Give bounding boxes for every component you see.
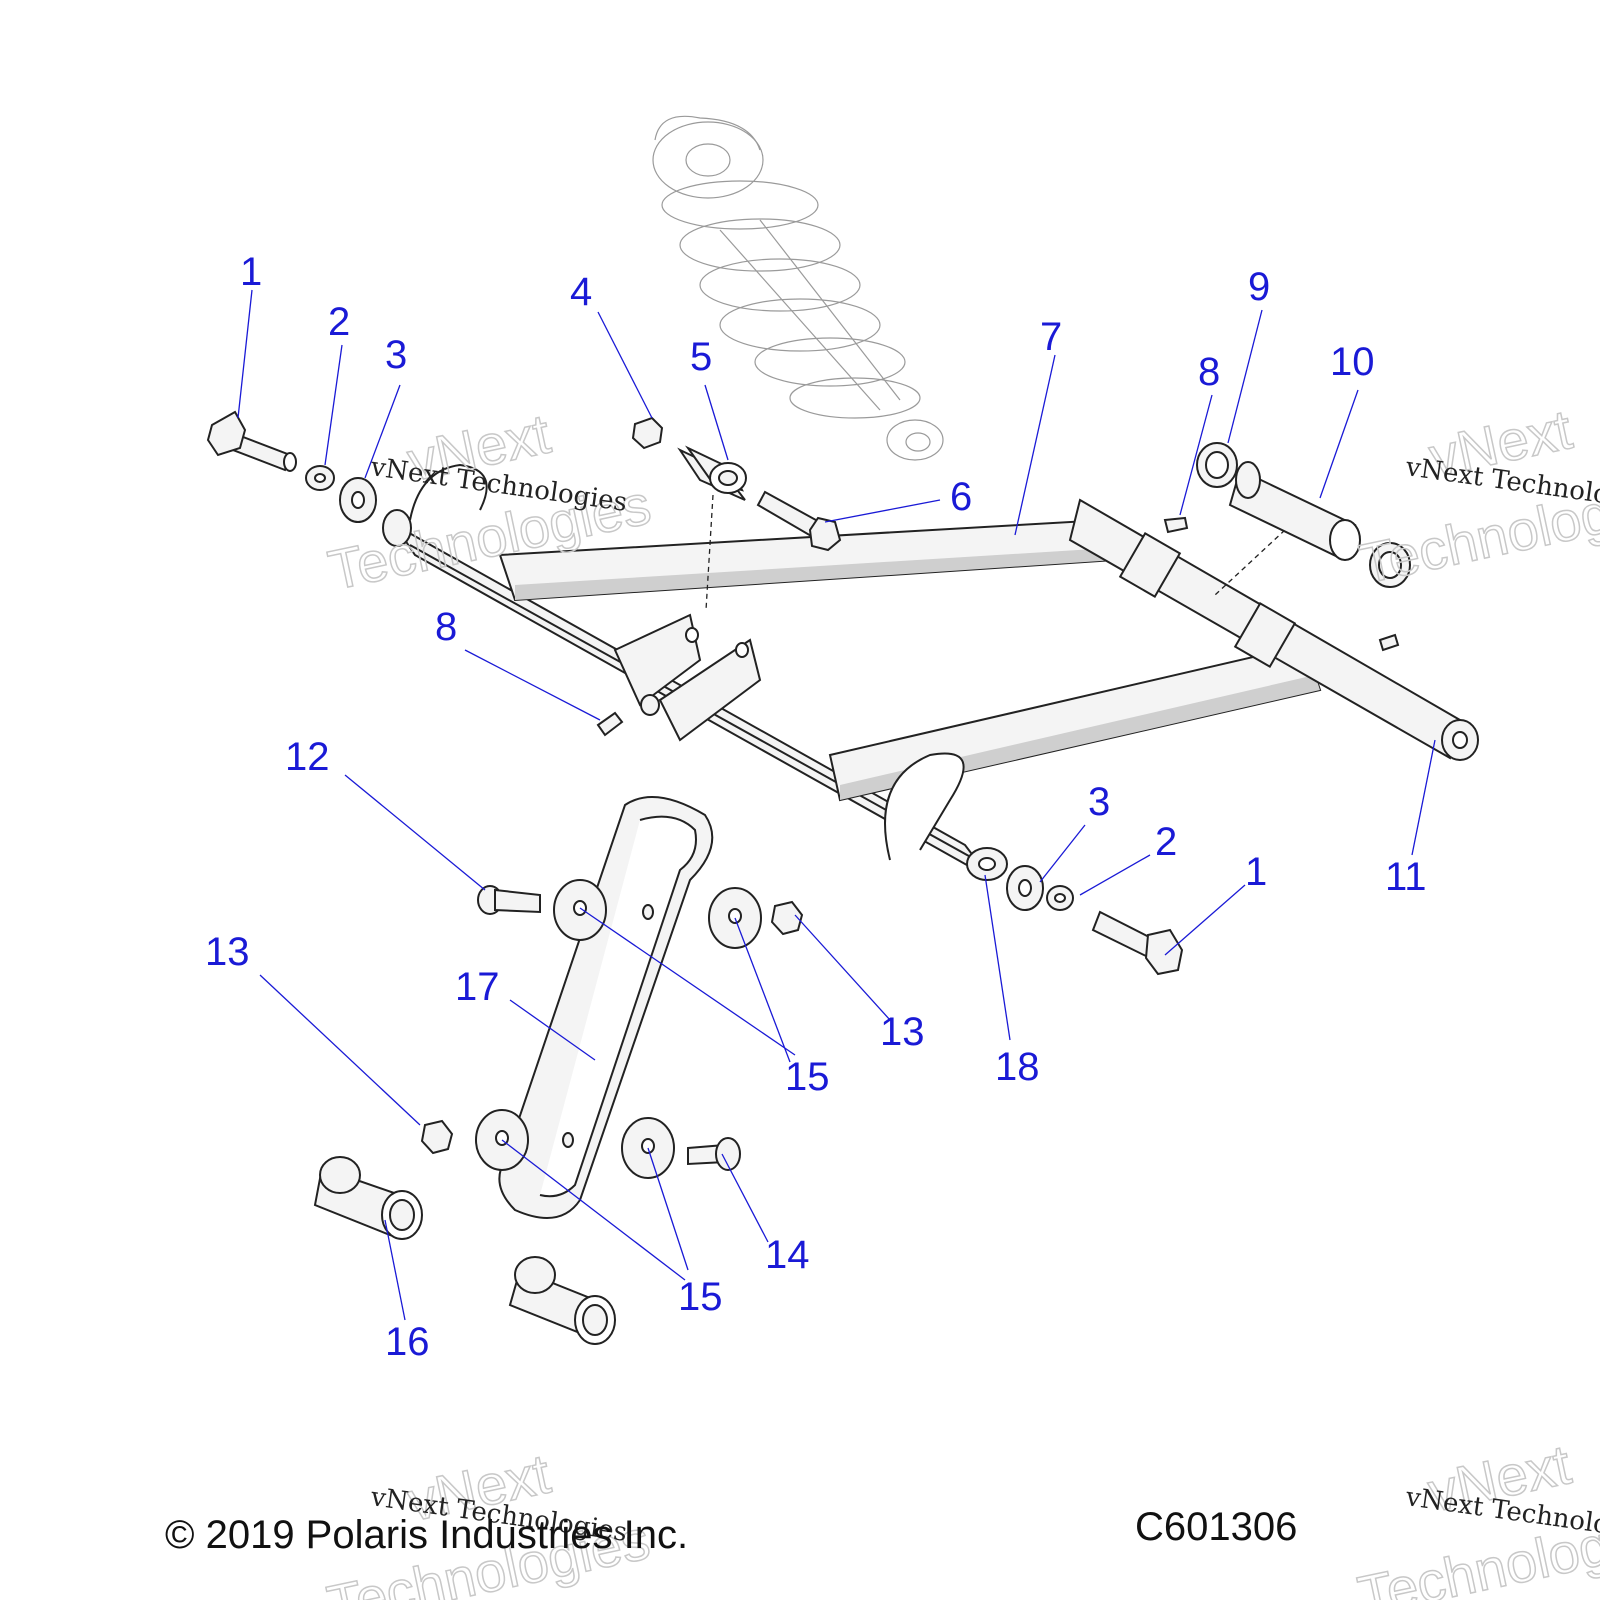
grease-fitting-left <box>596 711 624 737</box>
diagram-code: C601306 <box>1135 1505 1297 1549</box>
shock-absorber-ghost <box>652 115 944 461</box>
shock-bolt <box>756 490 842 552</box>
bolt-upper-left <box>206 410 297 472</box>
washer-hole <box>641 1138 655 1154</box>
callout-4: 4 <box>570 270 592 314</box>
callout-3-upper: 3 <box>385 333 407 377</box>
callout-9: 9 <box>1248 265 1270 309</box>
callout-6: 6 <box>950 475 972 519</box>
callout-8-right: 8 <box>1198 350 1220 394</box>
callout-12: 12 <box>285 735 330 779</box>
leader-lines <box>237 289 1436 1321</box>
callout-5: 5 <box>690 335 712 379</box>
grease-fitting-right-top <box>1163 516 1189 534</box>
link-nut-upper <box>770 900 804 936</box>
a-arm-frame <box>382 463 1479 881</box>
callout-1-lower: 1 <box>1245 850 1267 894</box>
assembly-line-bushing <box>1214 529 1286 596</box>
callout-1-upper: 1 <box>240 250 262 294</box>
lock-washer-hole <box>314 473 326 483</box>
link-bolt-lower <box>687 1137 741 1171</box>
washer-hole <box>1378 551 1402 579</box>
shock-sleeve <box>677 445 747 501</box>
assembly-line-shock <box>705 494 714 611</box>
callout-16: 16 <box>385 1320 430 1364</box>
washer-hole <box>1205 451 1229 479</box>
washer-hole <box>728 908 742 924</box>
callout-18: 18 <box>995 1045 1040 1089</box>
callout-15-upper: 15 <box>785 1055 830 1099</box>
link-bushing-right <box>508 1256 616 1345</box>
callout-2-upper: 2 <box>328 300 350 344</box>
bolt-lower-right <box>1091 910 1184 976</box>
callout-13-right: 13 <box>880 1010 925 1054</box>
nut-shock <box>631 416 664 450</box>
grease-fitting-right <box>1378 633 1400 652</box>
copyright-text: © 2019 Polaris Industries Inc. <box>165 1513 688 1557</box>
link-arm <box>498 796 714 1219</box>
washer-hole <box>1018 879 1032 897</box>
callout-11: 11 <box>1385 855 1427 899</box>
link-bushing-left <box>313 1156 423 1240</box>
washer-hole <box>351 491 365 509</box>
callout-2-lower: 2 <box>1155 820 1177 864</box>
callout-3-lower: 3 <box>1088 780 1110 824</box>
link-nut-lower <box>420 1119 454 1155</box>
callout-10: 10 <box>1330 340 1375 384</box>
bushing-right <box>1228 461 1361 561</box>
lock-washer-hole <box>1054 893 1066 903</box>
callout-7: 7 <box>1040 315 1062 359</box>
link-bolt-upper <box>477 885 541 915</box>
callout-8-left: 8 <box>435 605 457 649</box>
callout-17: 17 <box>455 965 500 1009</box>
callout-14: 14 <box>765 1233 810 1277</box>
callouts: 1 2 3 4 5 6 7 8 8 9 10 11 12 13 13 14 15… <box>205 250 1427 1364</box>
callout-13-left: 13 <box>205 930 250 974</box>
callout-15-lower: 15 <box>678 1275 723 1319</box>
